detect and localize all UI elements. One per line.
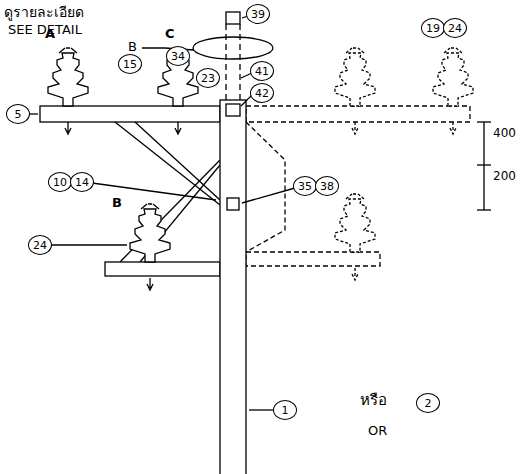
callout-number: 42 — [250, 83, 274, 103]
callout-number: 1 — [273, 400, 297, 420]
callout-number: 23 — [196, 68, 220, 88]
callout-number: 24 — [28, 235, 52, 255]
callout-number: 34 — [166, 46, 190, 66]
callout-number: 2 — [416, 393, 440, 413]
text-label: B — [112, 196, 122, 211]
text-label: หรือ — [360, 392, 387, 409]
text-label: OR — [368, 424, 387, 439]
callout-number: 15 — [118, 54, 142, 74]
callout-number: 41 — [250, 61, 274, 81]
text-label: ดูรายละเอียด — [4, 4, 84, 20]
callout-number: 10 — [48, 172, 72, 192]
text-label: B — [128, 40, 137, 55]
text-label: C — [165, 27, 175, 42]
text-label: 400 — [493, 127, 516, 141]
callout-number: 35 — [293, 176, 317, 196]
callout-number: 14 — [70, 172, 94, 192]
text-label: A — [45, 27, 55, 42]
text-label: SEE DETAIL — [8, 23, 82, 38]
callout-number: 19 — [421, 18, 445, 38]
callout-number: 24 — [443, 18, 467, 38]
callout-number: 5 — [6, 104, 30, 124]
text-label: 200 — [493, 170, 516, 184]
callout-number: 38 — [315, 176, 339, 196]
callout-number: 39 — [246, 4, 270, 24]
